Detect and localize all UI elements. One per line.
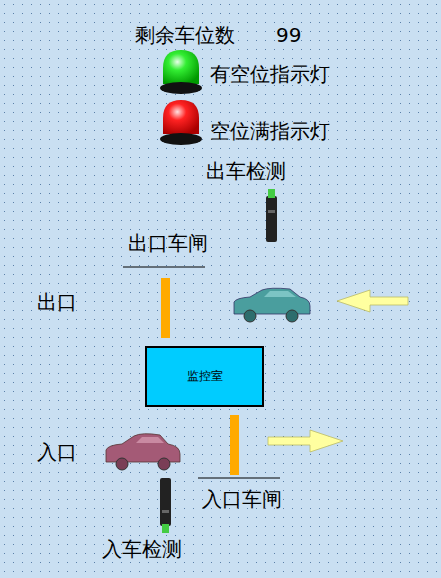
- text-label: 出口: [37, 290, 77, 314]
- entry-gate-bar: [230, 415, 239, 475]
- green-light: [160, 50, 202, 94]
- text-label: 出口车闸: [128, 231, 208, 255]
- text-label: 有空位指示灯: [210, 62, 330, 86]
- text-label: 99: [276, 23, 301, 47]
- exit-car: [234, 288, 310, 322]
- entry-arrow: [268, 430, 343, 452]
- text-label: 出车检测: [206, 159, 286, 183]
- text-label: 剩余车位数: [135, 23, 235, 47]
- text-label: 入口车闸: [202, 487, 282, 511]
- gate-line: [123, 267, 205, 268]
- exit-arrow: [337, 290, 408, 312]
- entry-car: [106, 434, 180, 470]
- text-label: 空位满指示灯: [210, 119, 330, 143]
- red-light: [160, 100, 202, 145]
- entry-sensor: [160, 478, 171, 533]
- room-box: 监控室: [145, 346, 264, 407]
- gate-line: [198, 478, 280, 479]
- exit-gate-bar: [161, 278, 170, 338]
- text-label: 入车检测: [102, 537, 182, 561]
- text-label: 入口: [37, 440, 77, 464]
- box-text: 监控室: [187, 368, 223, 385]
- exit-sensor: [266, 189, 277, 242]
